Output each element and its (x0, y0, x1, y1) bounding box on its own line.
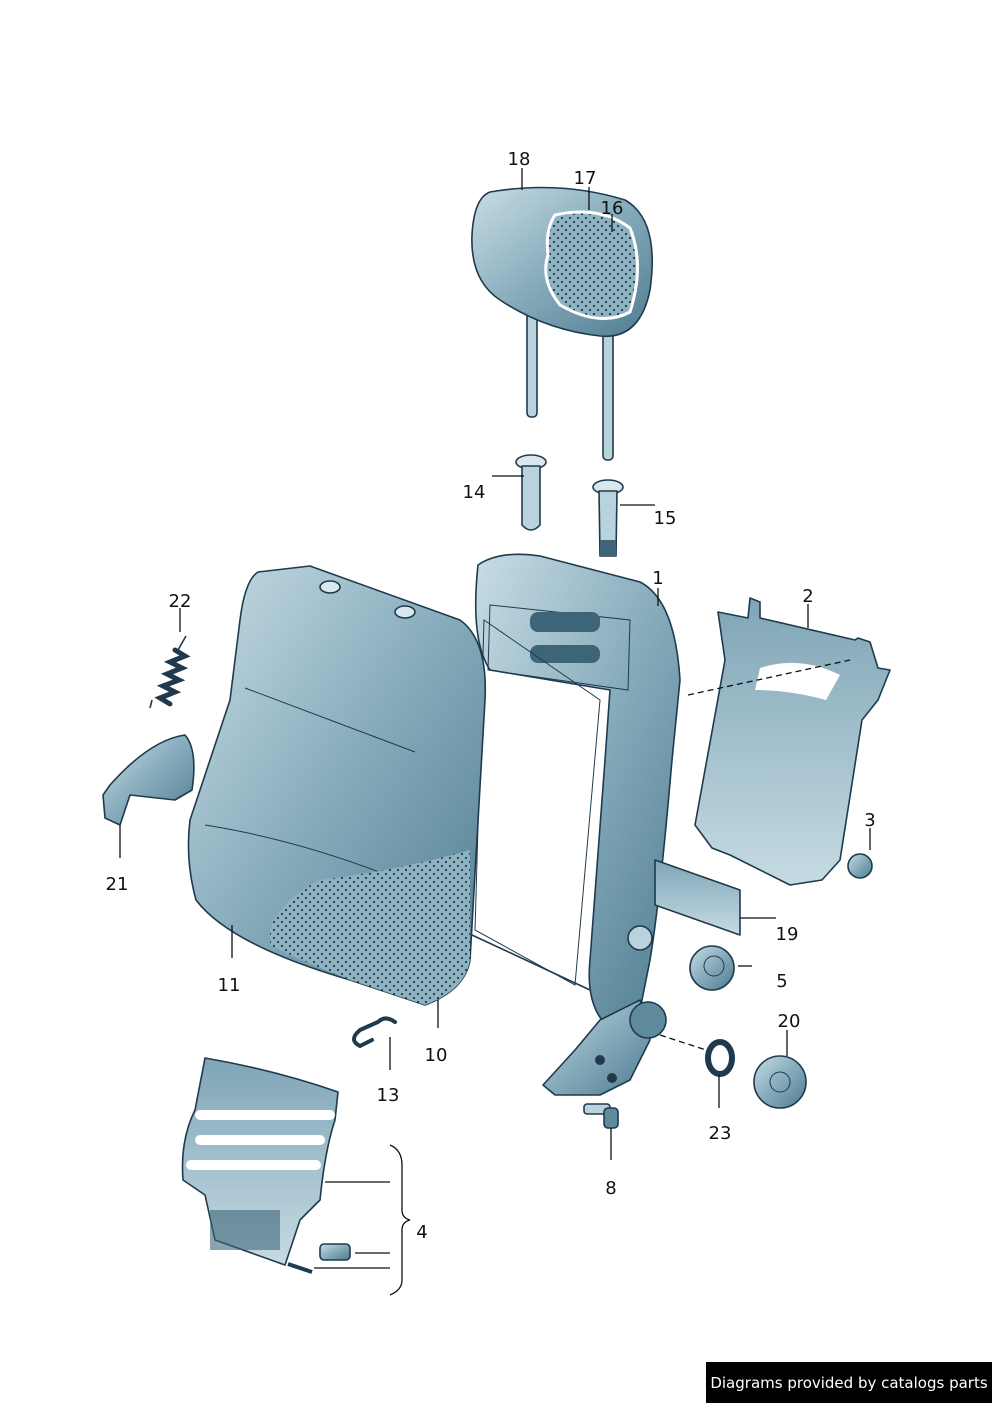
callout-22: 22 (169, 591, 192, 612)
callout-19: 19 (776, 924, 799, 945)
callouts: 1 2 3 4 5 8 10 11 13 14 15 16 17 18 19 2… (106, 149, 876, 1243)
callout-16: 16 (601, 198, 624, 219)
bolt-8 (583, 1103, 619, 1129)
callout-20: 20 (778, 1011, 801, 1032)
clip-3 (847, 853, 873, 879)
backrest-cover-part (187, 565, 487, 1006)
headrest-part (471, 186, 653, 461)
backrest-frame-part (471, 553, 681, 1031)
guide-sleeve-15 (592, 479, 624, 557)
backrest-panel-part (694, 597, 891, 886)
callout-15: 15 (654, 508, 677, 529)
callout-21: 21 (106, 874, 129, 895)
leader-lines (119, 168, 871, 1296)
hook-13 (352, 1016, 397, 1049)
knob-5 (689, 945, 735, 991)
callout-23: 23 (709, 1123, 732, 1144)
recliner-bracket-part (542, 925, 667, 1096)
callout-3: 3 (864, 810, 875, 831)
callout-1: 1 (652, 568, 663, 589)
callout-11: 11 (218, 975, 241, 996)
callout-5: 5 (776, 971, 787, 992)
washer-23 (705, 1039, 735, 1077)
callout-18: 18 (508, 149, 531, 170)
spring-22 (149, 635, 191, 709)
callout-8: 8 (605, 1178, 616, 1199)
trim-21 (102, 734, 195, 826)
motor-4 (287, 1243, 351, 1274)
knob-20 (753, 1055, 807, 1109)
callout-13: 13 (377, 1085, 400, 1106)
callout-2: 2 (802, 586, 813, 607)
guide-sleeve-14 (515, 454, 547, 531)
callout-10: 10 (425, 1045, 448, 1066)
callout-14: 14 (463, 482, 486, 503)
credit-banner: Diagrams provided by catalogs parts (706, 1362, 992, 1403)
lumbar-support-4 (181, 1057, 339, 1266)
bar-19 (654, 859, 741, 936)
callout-17: 17 (574, 168, 597, 189)
callout-4: 4 (416, 1222, 427, 1243)
